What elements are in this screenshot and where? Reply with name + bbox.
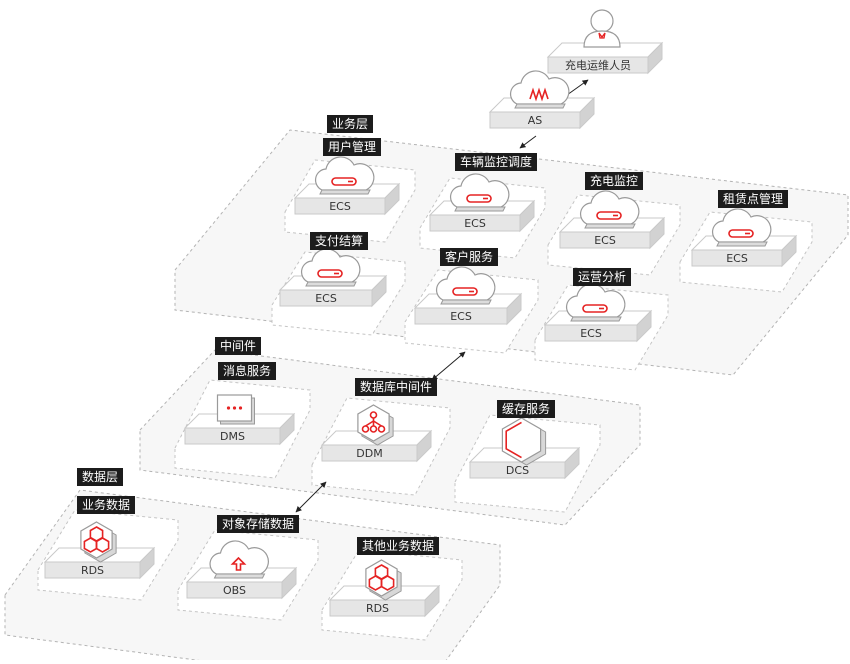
- business-service-label-3: 租赁点管理: [718, 190, 788, 208]
- ecs-node-4[interactable]: ECS: [278, 248, 388, 308]
- middleware-layer-label-text: 中间件: [220, 338, 256, 353]
- ecs-icon: [300, 248, 361, 287]
- rds-icon: [365, 559, 402, 601]
- ecs-node-2-name: ECS: [594, 234, 616, 247]
- business-service-label-0-text: 用户管理: [328, 139, 376, 154]
- obs-icon: [209, 540, 269, 579]
- business-service-label-4-text: 支付结算: [315, 233, 363, 248]
- business-service-label-0: 用户管理: [323, 138, 381, 156]
- mw-node-2-name: DCS: [506, 464, 529, 477]
- ecs-node-0-name: ECS: [329, 200, 351, 213]
- middleware-layer-label: 中间件: [215, 337, 261, 355]
- connectors: [295, 79, 589, 513]
- middleware-service-label-1: 数据库中间件: [355, 378, 437, 396]
- middleware-service-label-0-text: 消息服务: [223, 363, 271, 378]
- business-service-label-3-text: 租赁点管理: [723, 191, 783, 206]
- data-service-label-2: 其他业务数据: [357, 537, 439, 555]
- data-service-label-0-text: 业务数据: [82, 497, 130, 512]
- middleware-service-label-2-text: 缓存服务: [502, 401, 550, 416]
- middleware-service-label-1-text: 数据库中间件: [360, 379, 432, 394]
- ecs-node-6[interactable]: ECS: [543, 283, 653, 343]
- as-node[interactable]: AS: [488, 70, 596, 130]
- connector-middleware-data: [295, 481, 327, 513]
- connector-business-middleware: [431, 351, 466, 381]
- data-service-label-1-text: 对象存储数据: [222, 516, 294, 531]
- user-node-name: 充电运维人员: [565, 58, 631, 72]
- dms-icon: [216, 394, 255, 425]
- data-node-2[interactable]: RDS: [328, 559, 441, 618]
- ecs-node-1-name: ECS: [464, 217, 486, 230]
- as-node-name: AS: [528, 114, 543, 127]
- data-service-label-2-text: 其他业务数据: [362, 538, 434, 553]
- business-service-label-1: 车辆监控调度: [455, 153, 537, 171]
- data-node-2-name: RDS: [366, 602, 389, 615]
- ecs-icon: [579, 190, 640, 229]
- person-icon: [583, 9, 621, 48]
- business-service-label-2-text: 充电监控: [590, 173, 638, 188]
- data-node-1[interactable]: OBS: [185, 540, 298, 600]
- mw-node-0-name: DMS: [220, 430, 245, 443]
- ecs-icon: [565, 283, 626, 322]
- data-node-0-name: RDS: [81, 564, 104, 577]
- middleware-service-label-0: 消息服务: [218, 362, 276, 380]
- dcs-icon: [501, 417, 547, 466]
- business-service-label-6: 运营分析: [573, 268, 631, 286]
- mw-node-2[interactable]: DCS: [468, 417, 581, 480]
- mw-node-0[interactable]: DMS: [183, 394, 296, 446]
- ddm-icon: [357, 404, 394, 446]
- ecs-node-1[interactable]: ECS: [428, 173, 536, 233]
- ecs-node-3[interactable]: ECS: [690, 208, 798, 268]
- ecs-node-3-name: ECS: [726, 252, 748, 265]
- data-node-0[interactable]: RDS: [43, 521, 156, 580]
- ecs-icon: [711, 208, 772, 247]
- business-layer-label-text: 业务层: [332, 116, 368, 131]
- ecs-icon: [314, 156, 375, 195]
- ecs-node-4-name: ECS: [315, 292, 337, 305]
- connector-as-business: [519, 135, 537, 149]
- ecs-icon: [449, 173, 510, 212]
- rds-icon: [80, 521, 117, 563]
- ecs-node-5-name: ECS: [450, 310, 472, 323]
- mw-node-1-name: DDM: [356, 447, 382, 460]
- data-service-label-1: 对象存储数据: [217, 515, 299, 533]
- ecs-node-6-name: ECS: [580, 327, 602, 340]
- data-node-1-name: OBS: [223, 584, 246, 597]
- business-service-label-5-text: 客户服务: [445, 249, 493, 264]
- business-layer-label: 业务层: [327, 115, 373, 133]
- business-service-label-6-text: 运营分析: [578, 270, 626, 284]
- ecs-node-2[interactable]: ECS: [558, 190, 666, 250]
- business-service-label-4: 支付结算: [310, 232, 368, 250]
- ecs-node-0[interactable]: ECS: [293, 156, 401, 216]
- data-layer-label-text: 数据层: [82, 469, 118, 484]
- business-service-label-2: 充电监控: [585, 172, 643, 190]
- business-service-label-5: 客户服务: [440, 248, 498, 266]
- ecs-icon: [435, 266, 496, 305]
- ecs-node-5[interactable]: ECS: [413, 266, 523, 326]
- data-layer-label: 数据层: [77, 468, 123, 486]
- data-service-label-0: 业务数据: [77, 496, 135, 514]
- mw-node-1[interactable]: DDM: [320, 404, 433, 463]
- user-node[interactable]: 充电运维人员: [546, 9, 664, 75]
- business-service-label-1-text: 车辆监控调度: [460, 154, 532, 169]
- as-icon: [509, 70, 570, 109]
- middleware-service-label-2: 缓存服务: [497, 400, 555, 418]
